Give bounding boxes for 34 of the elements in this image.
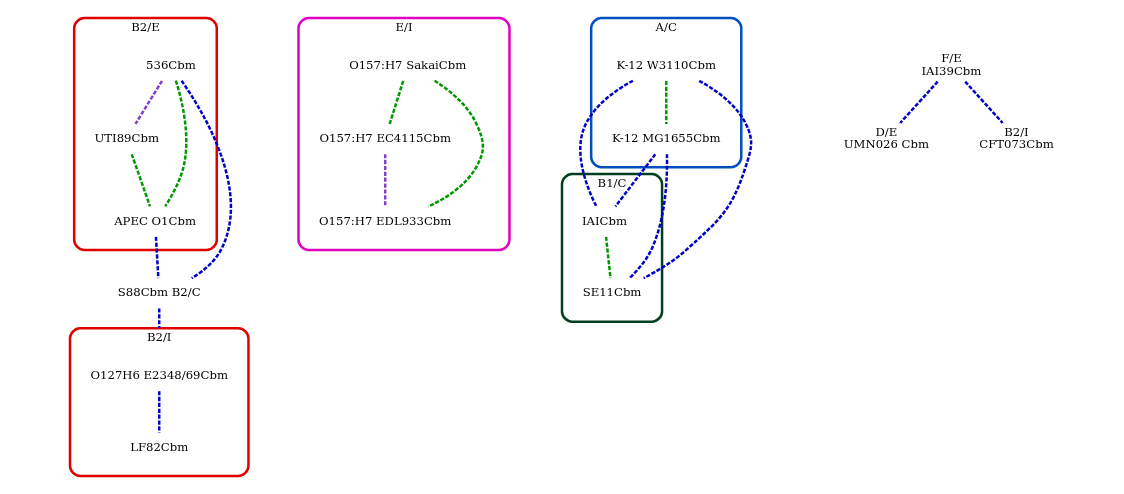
- connector: [964, 80, 1004, 124]
- node-text: K-12 MG1655Cbm: [611, 131, 721, 146]
- node-text: O127H6 E2348/69Cbm: [90, 367, 228, 382]
- node-text: IAICbm: [582, 213, 628, 228]
- node-text: B2/I CFT073Cbm: [979, 124, 1054, 152]
- connector: [579, 79, 634, 207]
- connector: [158, 391, 161, 433]
- node-text: LF82Cbm: [130, 439, 189, 454]
- node-text: SE11Cbm: [582, 285, 642, 300]
- node-text: UTI89Cbm: [94, 131, 159, 146]
- connector: [427, 79, 485, 208]
- node-text: APEC O1Cbm: [114, 213, 196, 228]
- connector: [383, 154, 387, 207]
- connector: [164, 80, 188, 208]
- connector: [643, 79, 753, 280]
- node-text: D/E UMN026 Cbm: [843, 124, 930, 152]
- connector: [180, 80, 233, 280]
- connector: [899, 80, 939, 124]
- connector: [388, 80, 405, 125]
- node-text: O157:H7 EDL933Cbm: [319, 213, 452, 228]
- node-text: O157:H7 SakaiCbm: [349, 57, 467, 72]
- node-text: S88Cbm B2/C: [117, 285, 201, 300]
- node-text: K-12 W3110Cbm: [616, 57, 716, 72]
- node-text: 536Cbm: [146, 57, 196, 72]
- connector: [130, 153, 152, 207]
- connector: [158, 308, 161, 329]
- node-text: F/E IAI39Cbm: [921, 51, 982, 78]
- connector: [665, 80, 668, 124]
- connector: [614, 153, 657, 208]
- connector: [154, 236, 160, 279]
- node-text: O157:H7 EC4115Cbm: [319, 131, 451, 146]
- connector: [604, 236, 612, 279]
- connector: [628, 154, 669, 279]
- connector: [134, 80, 164, 125]
